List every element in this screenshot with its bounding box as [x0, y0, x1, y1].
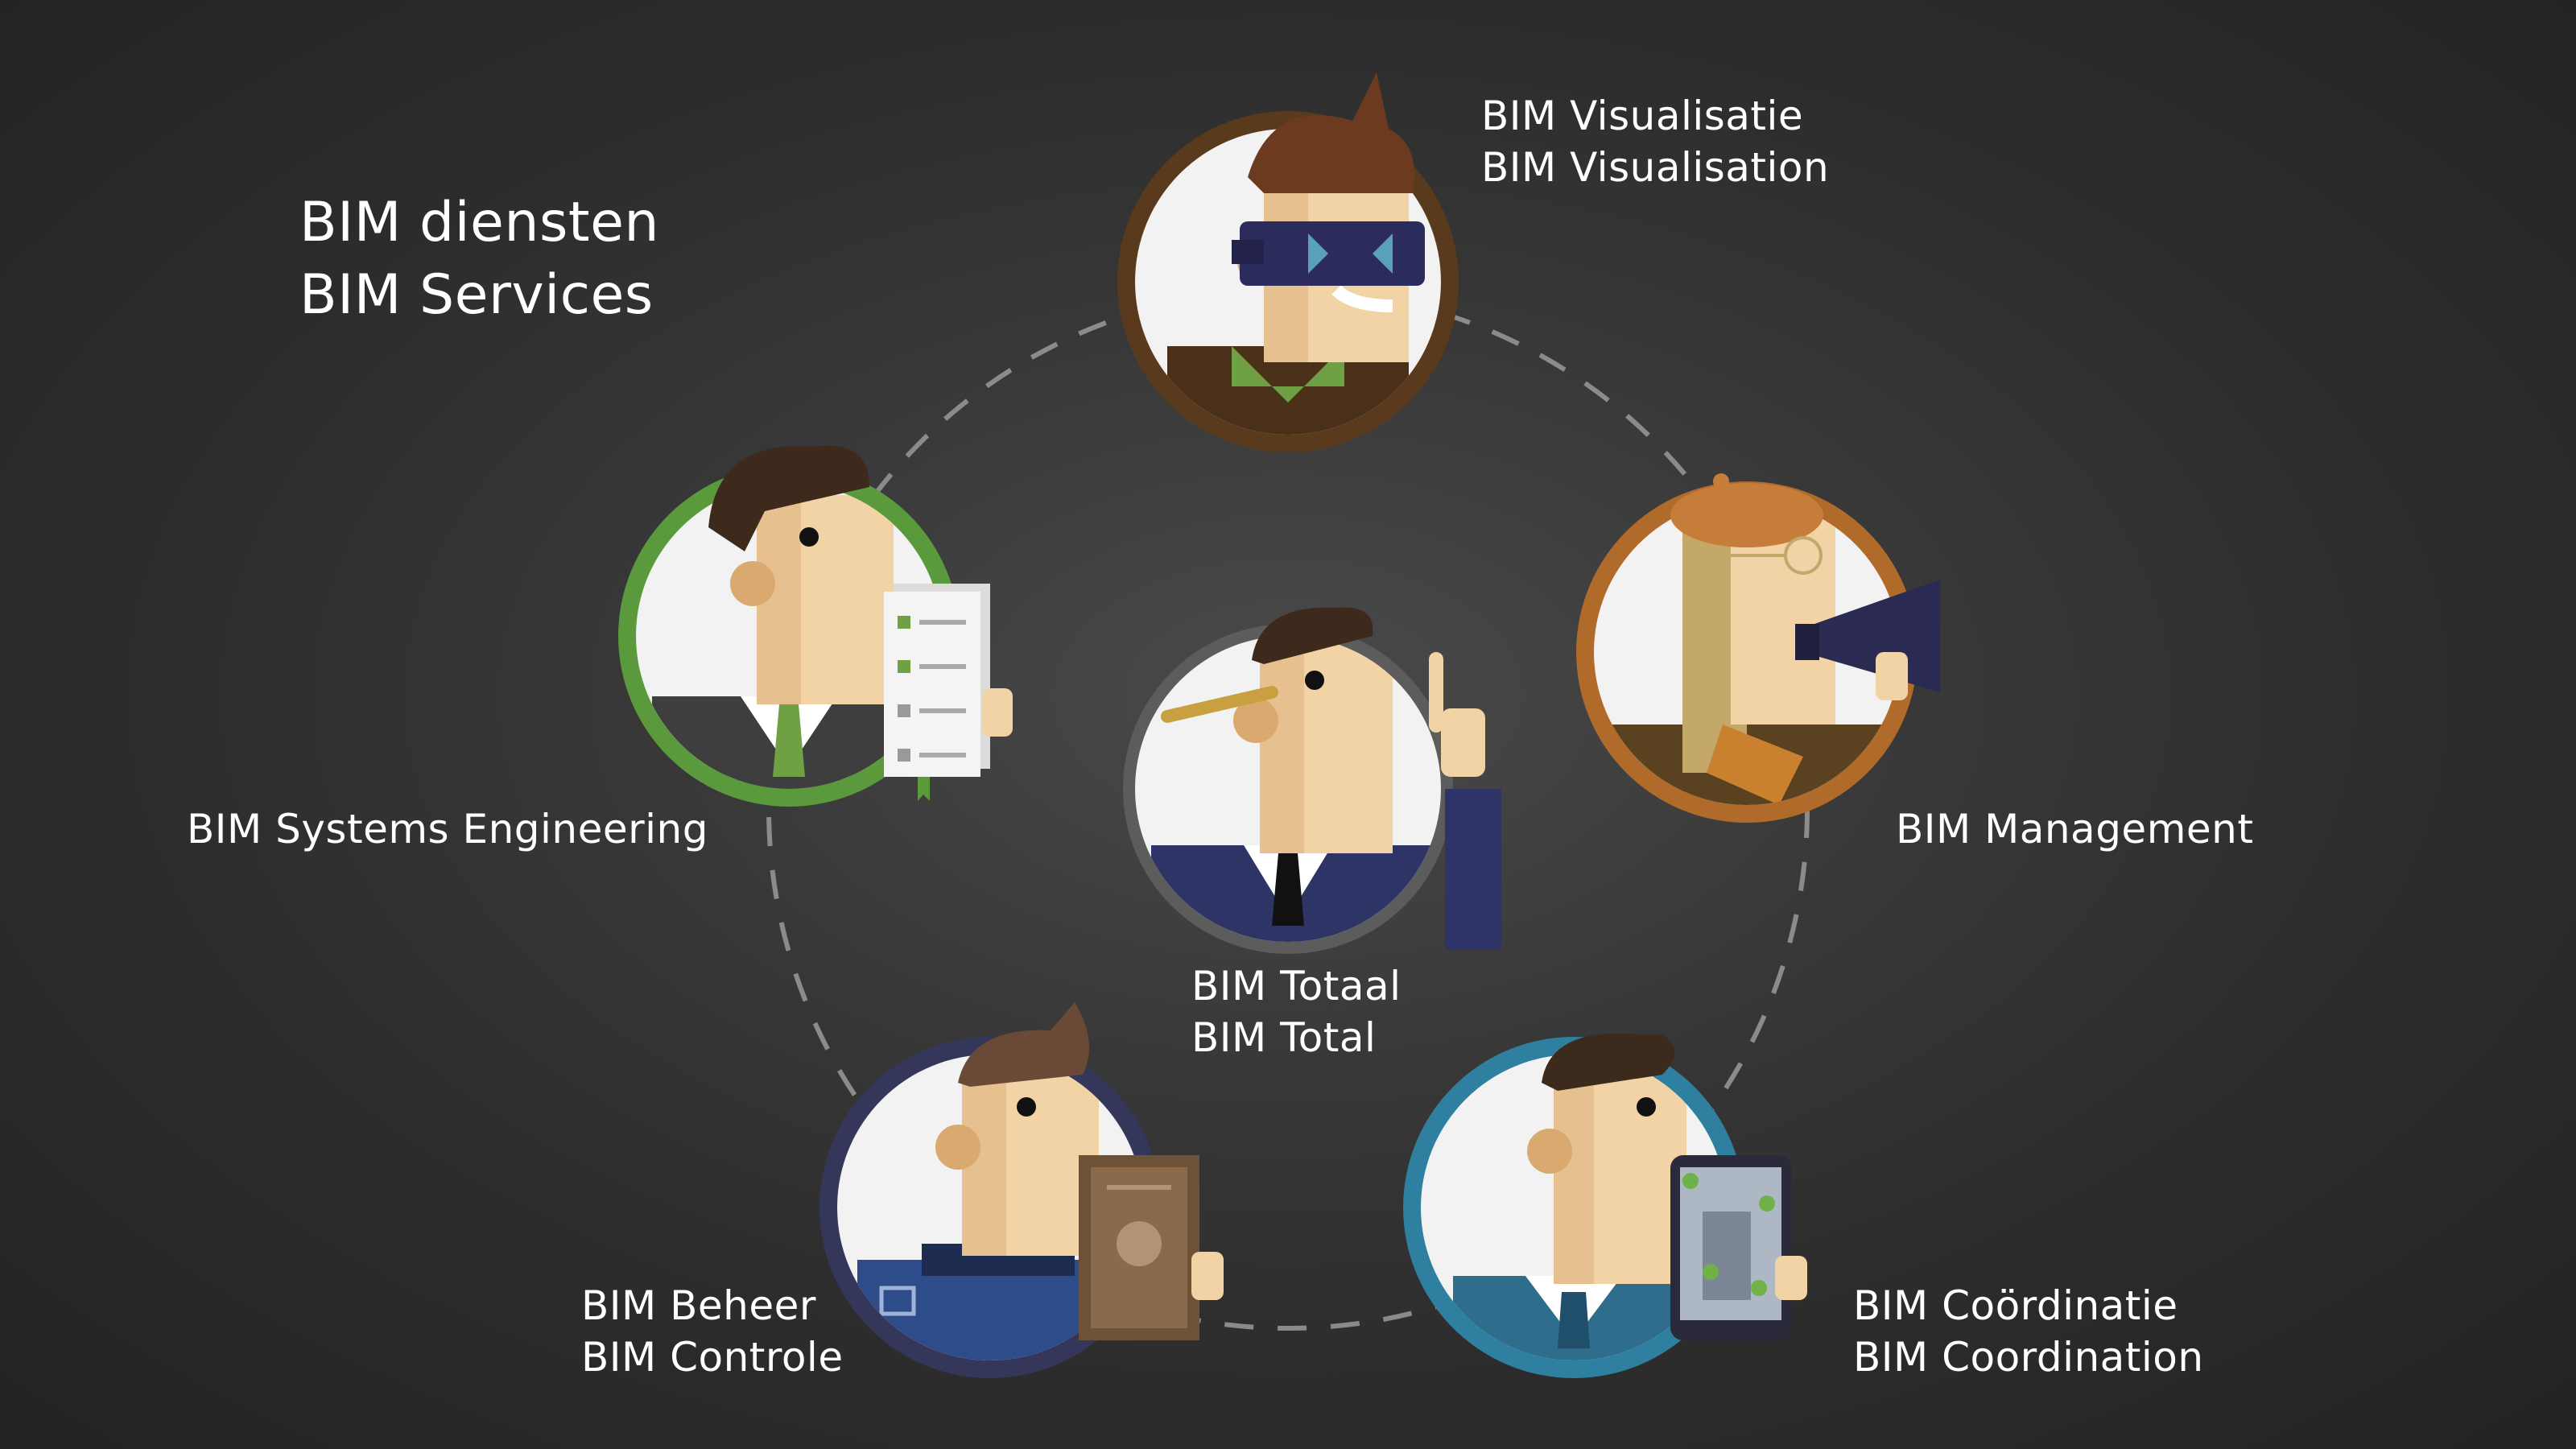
- avatar-coordinatie: [1403, 1033, 1807, 1378]
- avatar-visualisatie: [1117, 72, 1459, 452]
- avatar-totaal: [1123, 607, 1501, 954]
- label-beheer-en: BIM Controle: [581, 1334, 844, 1381]
- avatar-systems-engineering: [618, 445, 1013, 807]
- avatar-management: [1576, 473, 1940, 823]
- label-coordinatie-en: BIM Coordination: [1853, 1334, 2204, 1381]
- label-totaal: BIM Totaal BIM Total: [1191, 960, 1402, 1063]
- label-systems-engineering-text: BIM Systems Engineering: [187, 806, 708, 852]
- label-coordinatie-nl: BIM Coördinatie: [1853, 1282, 2178, 1329]
- title-line-en: BIM Services: [299, 263, 654, 327]
- label-visualisatie: BIM Visualisatie BIM Visualisation: [1481, 90, 1829, 193]
- label-beheer: BIM Beheer BIM Controle: [581, 1280, 844, 1383]
- label-totaal-en: BIM Total: [1191, 1014, 1377, 1061]
- label-management-text: BIM Management: [1896, 806, 2254, 852]
- page-title: BIM diensten BIM Services: [299, 187, 659, 332]
- label-totaal-nl: BIM Totaal: [1191, 963, 1402, 1009]
- label-visualisatie-en: BIM Visualisation: [1481, 144, 1830, 191]
- label-coordinatie: BIM Coördinatie BIM Coordination: [1853, 1280, 2204, 1383]
- label-beheer-nl: BIM Beheer: [581, 1282, 816, 1329]
- label-systems-engineering: BIM Systems Engineering: [187, 803, 708, 855]
- title-line-nl: BIM diensten: [299, 191, 660, 254]
- label-visualisatie-nl: BIM Visualisatie: [1481, 93, 1804, 139]
- avatar-beheer: [819, 1002, 1224, 1378]
- label-management: BIM Management: [1896, 803, 2253, 855]
